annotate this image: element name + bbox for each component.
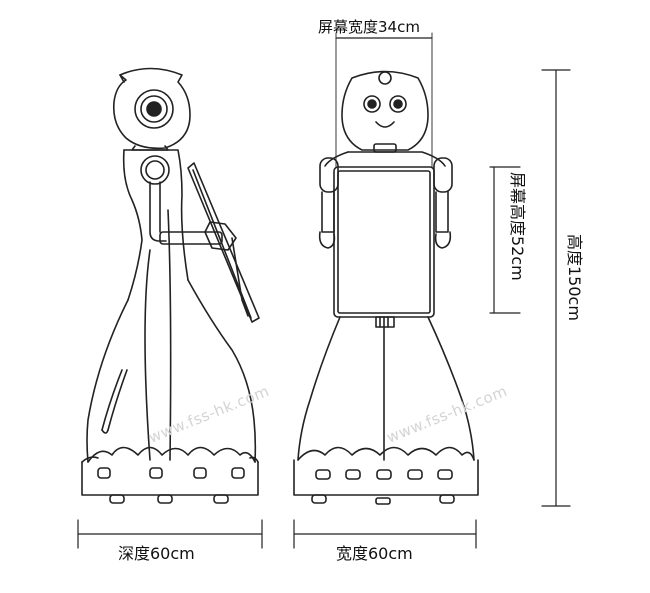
total-height-label: 高度150cm xyxy=(565,234,584,321)
robot-front-view xyxy=(293,70,479,505)
robot-side-view xyxy=(81,67,260,504)
width-dimension xyxy=(293,519,477,549)
width-label: 宽度60cm xyxy=(336,544,413,563)
depth-dimension xyxy=(77,519,263,549)
depth-label: 深度60cm xyxy=(118,544,195,563)
screen-width-dimension xyxy=(335,32,433,168)
screen-height-dimension xyxy=(489,166,521,314)
total-height-dimension xyxy=(541,69,571,507)
screen-height-label: 屏幕高度52cm xyxy=(508,172,527,281)
screen-width-label: 屏幕宽度34cm xyxy=(318,18,420,36)
